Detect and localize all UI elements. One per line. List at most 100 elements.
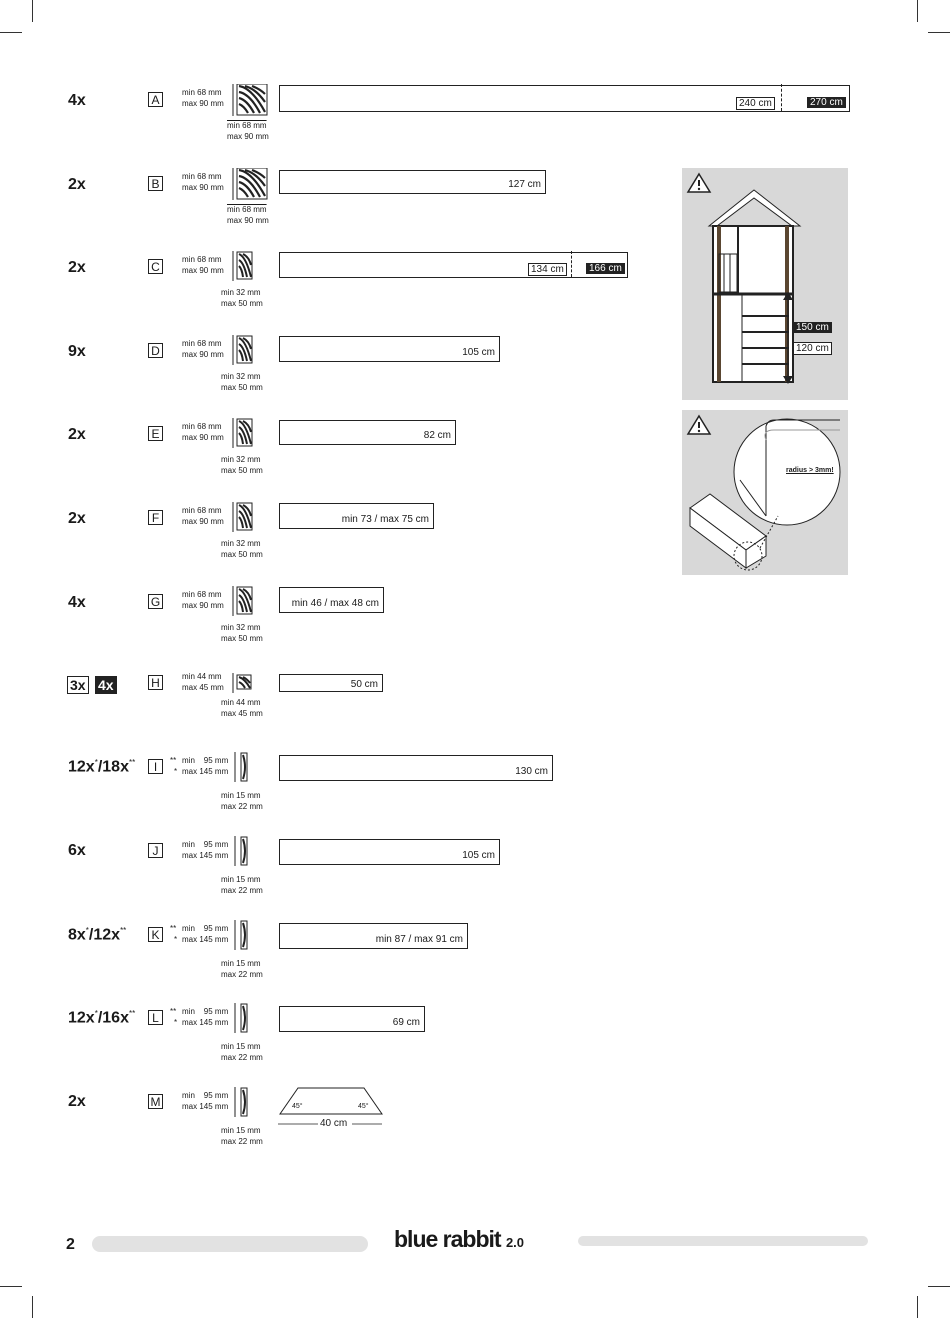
length-label: 105 cm bbox=[462, 850, 495, 861]
part-letter: I bbox=[148, 759, 163, 774]
part-letter: L bbox=[148, 1010, 163, 1025]
quantity: 2x bbox=[68, 510, 86, 527]
height-label-high: 150 cm bbox=[793, 322, 832, 333]
quantity: 2x bbox=[68, 426, 86, 443]
warning-triangle-icon bbox=[686, 414, 712, 435]
part-letter: M bbox=[148, 1094, 163, 1109]
part-letter: J bbox=[148, 843, 163, 858]
part-letter: B bbox=[148, 176, 163, 191]
crop-mark bbox=[32, 1296, 33, 1318]
length-label: 134 cm bbox=[528, 263, 567, 276]
warning-triangle-icon bbox=[686, 172, 712, 193]
length-label: 127 cm bbox=[508, 179, 541, 190]
edge-radius-panel: radius > 3mm! bbox=[682, 410, 848, 575]
part-letter: F bbox=[148, 510, 163, 525]
crop-mark bbox=[917, 1296, 918, 1318]
quantity: 2x bbox=[68, 176, 86, 193]
board-length: 130 cm bbox=[279, 755, 553, 781]
wood-grain-narrow-icon bbox=[232, 251, 253, 281]
wood-grain-narrow-icon bbox=[232, 335, 253, 365]
wood-grain-narrow-icon bbox=[232, 586, 253, 616]
part-letter: K bbox=[148, 927, 163, 942]
tower-height-panel: 150 cm 120 cm bbox=[682, 168, 848, 400]
length-label-alt: 166 cm bbox=[586, 263, 625, 274]
part-letter: E bbox=[148, 426, 163, 441]
quantity: 2x bbox=[68, 1093, 86, 1110]
quantity: 12x*/18x** bbox=[68, 758, 136, 776]
quantity: 9x bbox=[68, 343, 86, 360]
board-length: 105 cm bbox=[279, 839, 500, 865]
length-label: 50 cm bbox=[350, 679, 378, 690]
crop-mark bbox=[928, 1286, 950, 1287]
variant-markers: *** bbox=[170, 1007, 178, 1027]
wood-grain-wide-icon bbox=[232, 168, 268, 200]
board-length: 50 cm bbox=[279, 674, 383, 692]
length-label-alt: 270 cm bbox=[807, 97, 846, 108]
part-letter: H bbox=[148, 675, 163, 690]
length-label: min 87 / max 91 cm bbox=[375, 934, 463, 945]
quantity-boxed: 3x bbox=[67, 676, 89, 694]
variant-markers: *** bbox=[170, 756, 178, 776]
quantity: 6x bbox=[68, 842, 86, 859]
variant-markers: *** bbox=[170, 924, 178, 944]
wood-grain-narrow-icon bbox=[232, 502, 253, 532]
rounded-edge-diagram bbox=[689, 418, 841, 571]
wood-grain-narrow-icon bbox=[232, 418, 253, 448]
length-label: 240 cm bbox=[736, 97, 775, 110]
wood-grain-wide-icon bbox=[232, 84, 268, 116]
length-label: 40 cm bbox=[320, 1118, 348, 1129]
part-letter: G bbox=[148, 594, 163, 609]
playtower-diagram bbox=[707, 189, 802, 383]
height-label-low: 120 cm bbox=[793, 342, 832, 355]
plank-end-icon bbox=[234, 836, 248, 866]
board-length: min 73 / max 75 cm bbox=[279, 503, 434, 529]
plank-end-icon bbox=[234, 1003, 248, 1033]
board-length: min 46 / max 48 cm bbox=[279, 587, 384, 613]
quantity: 8x*/12x** bbox=[68, 926, 127, 944]
quantity: 2x bbox=[68, 259, 86, 276]
board-length: 134 cm 166 cm bbox=[279, 251, 628, 278]
quantity: 4x bbox=[68, 594, 86, 611]
crop-mark bbox=[32, 0, 33, 22]
board-length: 69 cm bbox=[279, 1006, 425, 1032]
crop-mark bbox=[928, 32, 950, 33]
angle-left-label: 45° bbox=[292, 1103, 303, 1110]
quantity: 12x*/16x** bbox=[68, 1009, 136, 1027]
footer-bar-right bbox=[578, 1236, 868, 1246]
board-length: 127 cm bbox=[279, 170, 546, 194]
footer-bar-left bbox=[92, 1236, 368, 1252]
length-label: 105 cm bbox=[462, 347, 495, 358]
radius-label: radius > 3mm! bbox=[786, 467, 834, 474]
crop-mark bbox=[0, 32, 22, 33]
length-label: 130 cm bbox=[515, 766, 548, 777]
